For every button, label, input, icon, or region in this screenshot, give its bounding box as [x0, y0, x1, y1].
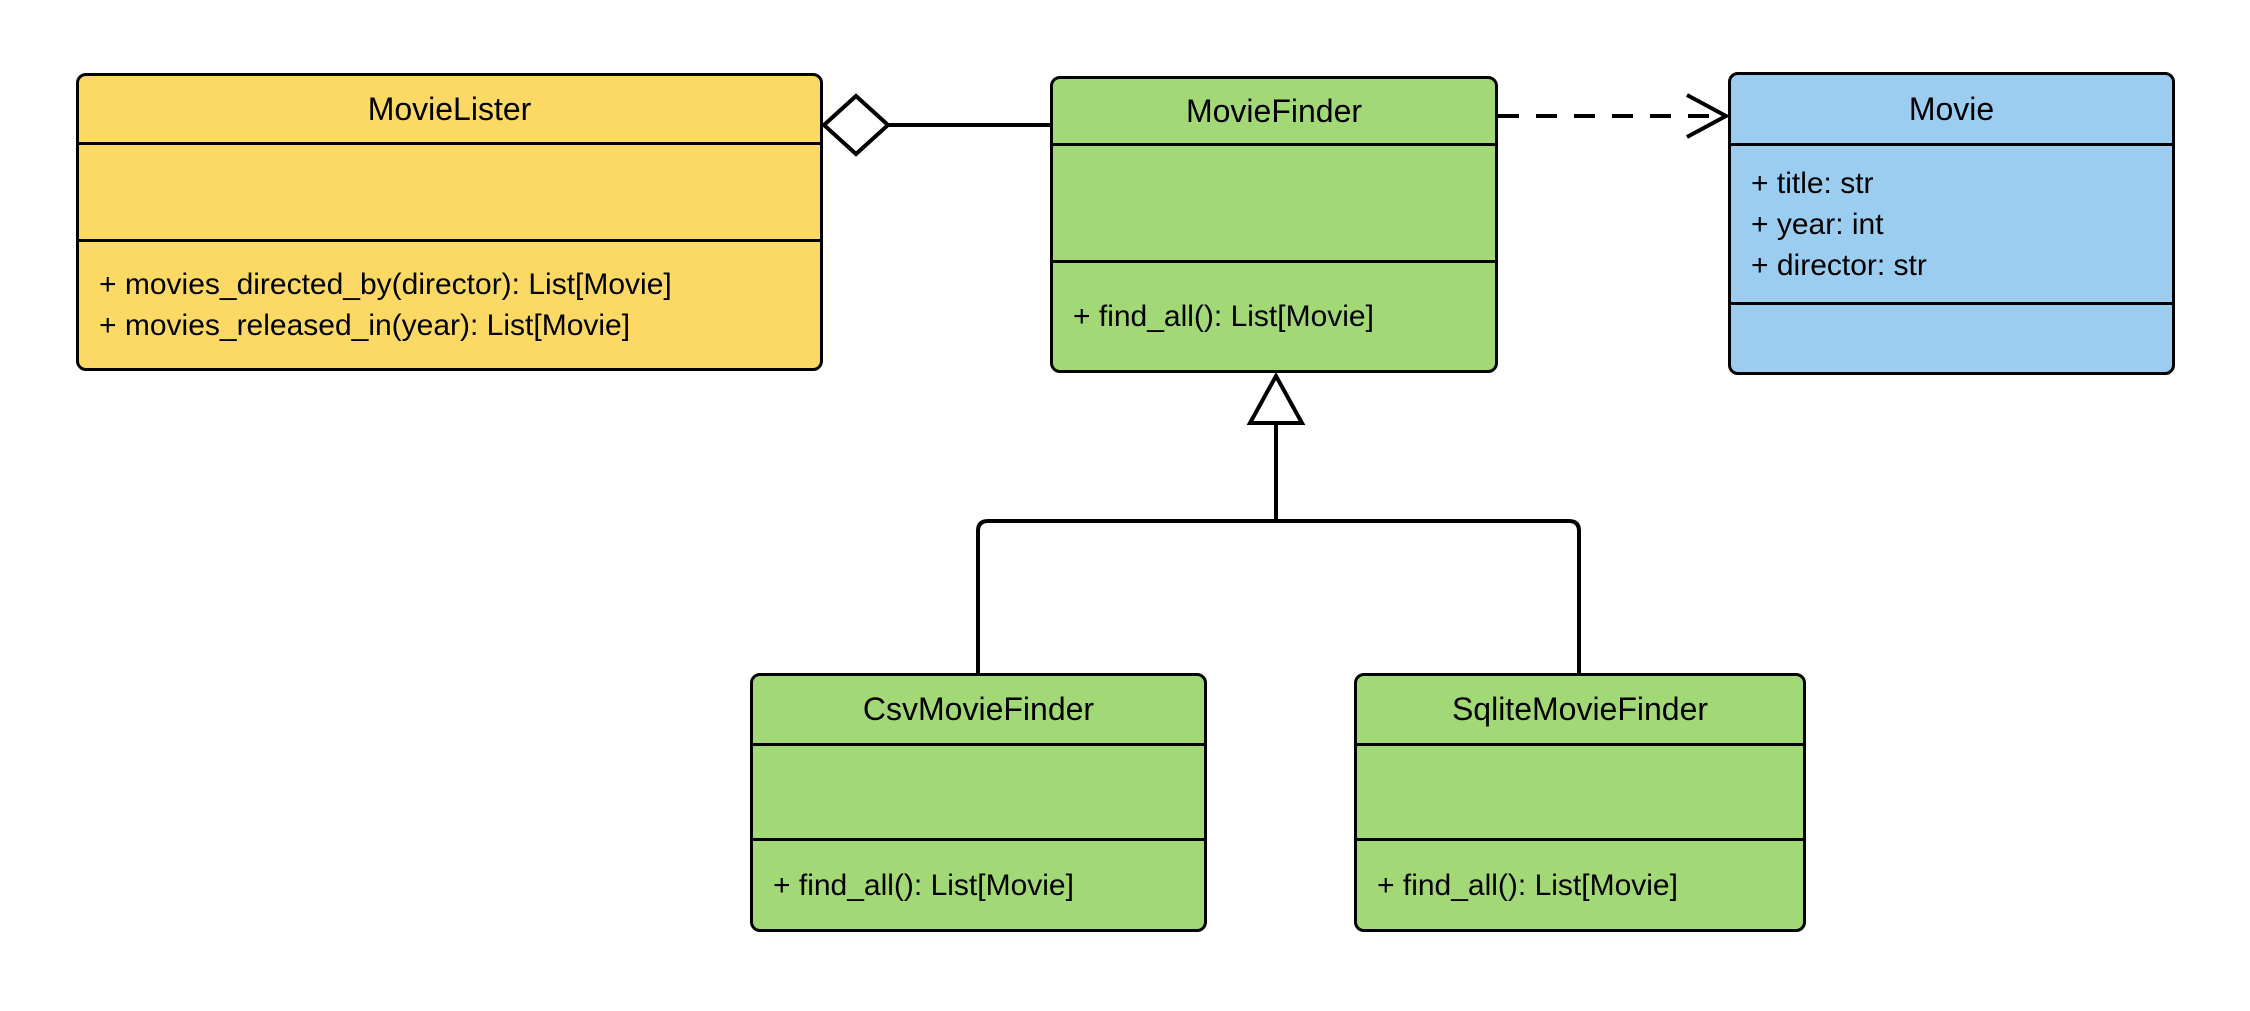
aggregation-edge-movielister-moviefinder	[821, 93, 1050, 157]
attributes-compartment	[1053, 143, 1495, 260]
attributes-compartment	[1357, 743, 1803, 838]
class-box-sqlitemoviefinder: SqliteMovieFinder + find_all(): List[Mov…	[1354, 673, 1806, 932]
inheritance-edges-to-moviefinder	[976, 371, 1581, 673]
methods-compartment: + find_all(): List[Movie]	[1357, 838, 1803, 929]
inheritance-branch-line	[976, 519, 1581, 673]
open-arrowhead-icon	[1686, 93, 1731, 139]
class-title: MovieLister	[367, 90, 532, 127]
attribute-row: + director: str	[1751, 248, 1927, 282]
method-row: + movies_directed_by(director): List[Mov…	[99, 268, 672, 301]
attributes-compartment	[79, 142, 820, 239]
class-box-csvmoviefinder: CsvMovieFinder + find_all(): List[Movie]	[750, 673, 1207, 932]
class-title: SqliteMovieFinder	[1451, 691, 1709, 727]
class-box-movie: Movie + title: str + year: int + directo…	[1728, 72, 2175, 375]
class-title: Movie	[1908, 90, 1995, 127]
dependency-edge-moviefinder-movie	[1498, 93, 1731, 139]
methods-compartment: + find_all(): List[Movie]	[1053, 260, 1495, 370]
aggregation-diamond-icon	[821, 93, 891, 157]
inheritance-triangle-icon	[1246, 371, 1306, 425]
attribute-row: + title: str	[1751, 166, 1874, 200]
class-title: CsvMovieFinder	[862, 691, 1095, 727]
method-row: + find_all(): List[Movie]	[773, 868, 1074, 902]
attributes-compartment: + title: str + year: int + director: str	[1731, 143, 2172, 302]
methods-compartment	[1731, 302, 2172, 372]
methods-compartment: + movies_directed_by(director): List[Mov…	[79, 239, 820, 368]
attributes-compartment	[753, 743, 1204, 838]
method-row: + movies_released_in(year): List[Movie]	[99, 309, 631, 342]
class-box-movielister: MovieLister + movies_directed_by(directo…	[76, 73, 823, 371]
class-box-moviefinder: MovieFinder + find_all(): List[Movie]	[1050, 76, 1498, 373]
method-row: + find_all(): List[Movie]	[1073, 300, 1374, 333]
methods-compartment: + find_all(): List[Movie]	[753, 838, 1204, 929]
attribute-row: + year: int	[1751, 207, 1884, 241]
class-title: MovieFinder	[1185, 92, 1363, 129]
method-row: + find_all(): List[Movie]	[1377, 868, 1678, 902]
